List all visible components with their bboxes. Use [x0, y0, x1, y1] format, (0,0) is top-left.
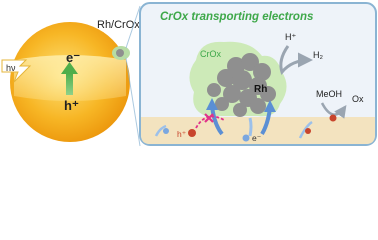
- inset-hole-label: h⁺: [177, 129, 187, 139]
- excitation-arrow: [66, 73, 73, 95]
- zoom-line-top: [125, 5, 141, 49]
- surface-flow-left: [154, 124, 167, 137]
- hole-label: h⁺: [64, 98, 79, 113]
- proton-label: H⁺: [285, 32, 296, 42]
- zoom-line-bottom: [125, 57, 141, 147]
- electron-label: e⁻: [66, 50, 80, 65]
- hydrogen-label: H₂: [313, 50, 323, 60]
- blocked-cross-icon: [204, 113, 214, 123]
- photocatalyst-particle: e⁻ h⁺: [10, 22, 130, 142]
- rh-label: Rh: [254, 84, 267, 95]
- oxidation-site-hole: [329, 114, 337, 122]
- crox-label: CrOx: [200, 49, 221, 59]
- surface-hole-right: [305, 128, 311, 134]
- electron-particle: [242, 134, 250, 142]
- surface-flow-right: [298, 120, 313, 139]
- inset-electron-label: e⁻: [252, 133, 262, 143]
- surface-electron-left: [163, 128, 169, 134]
- electron-flow-arrow-right-head: [264, 100, 276, 112]
- oxidation-arrow: [320, 102, 347, 119]
- hydrogen-evolution-arrow: [279, 45, 313, 76]
- cocatalyst-spot-core: [116, 49, 124, 57]
- light-label: hν: [6, 63, 16, 73]
- rh-cluster: [207, 53, 276, 117]
- inset-title: CrOx transporting electrons: [160, 11, 313, 23]
- methanol-label: MeOH: [316, 89, 342, 99]
- excitation-arrow-head: [61, 62, 78, 74]
- oxidized-product-label: Ox: [352, 94, 364, 104]
- lightning-bolt-icon: [1, 59, 32, 83]
- electron-flow-arrow-center: [248, 117, 253, 137]
- cocatalyst-label: Rh/CrOx: [97, 19, 140, 31]
- hole-particle: [188, 129, 196, 137]
- electron-flow-arrow-left-head: [206, 98, 218, 110]
- zoom-inset: CrOx transporting electrons CrOx Rh H⁺ H…: [139, 2, 377, 146]
- light-input: hν: [1, 59, 32, 83]
- diagram: e⁻ h⁺ hν Rh/CrOx CrOx transporting elect…: [1, 2, 377, 147]
